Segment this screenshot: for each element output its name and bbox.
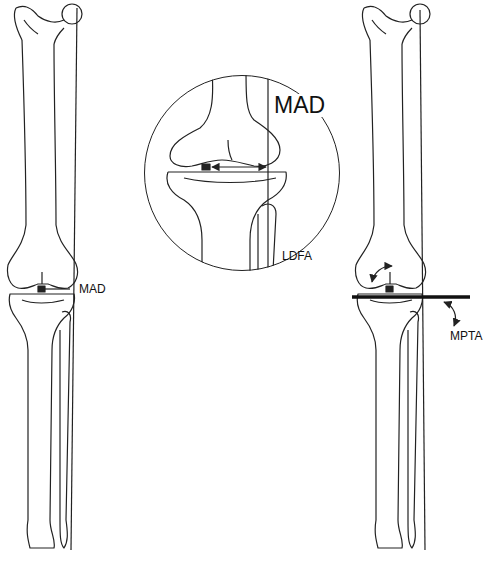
inset-label: MAD (273, 94, 326, 117)
inset-circle: MAD (144, 75, 340, 271)
angle-label: MPTA (450, 330, 482, 342)
angle-label: LDFA (282, 250, 312, 262)
angle-label: MAD (79, 283, 106, 295)
